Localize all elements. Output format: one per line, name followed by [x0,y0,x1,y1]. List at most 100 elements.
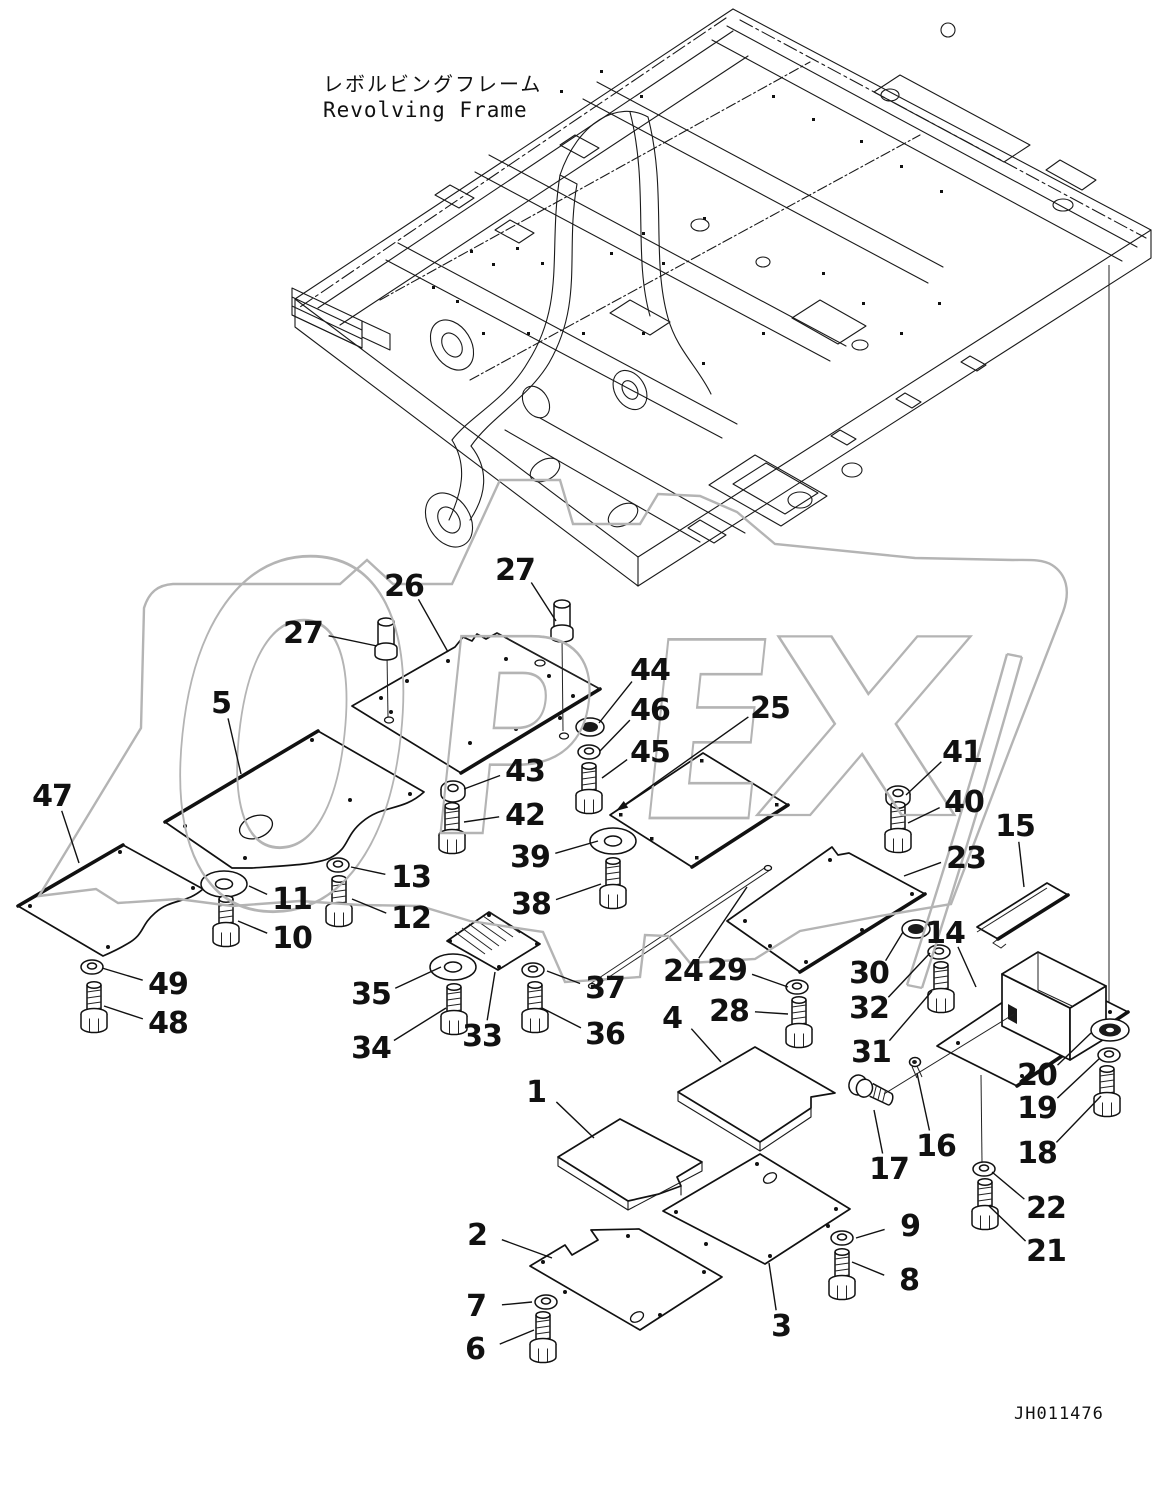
callout-48: 48 [148,1006,188,1041]
leader-23 [903,861,942,877]
leader-11 [248,885,268,896]
callout-37: 37 [585,971,625,1006]
callout-47: 47 [32,779,72,814]
leader-38 [555,883,602,901]
part-6-bolt-v [529,1311,557,1364]
assembly-line-washer22 [980,1074,983,1163]
callout-35: 35 [351,977,391,1012]
leader-33 [486,971,496,1021]
callout-11: 11 [272,882,312,917]
cover-plates [16,265,1130,1331]
part-48-bolt-v [80,981,108,1034]
leader-1 [555,1101,595,1139]
leader-42 [463,816,500,823]
frame-bolt-hole-dots [432,70,943,365]
leader-8 [851,1261,885,1276]
callout-9: 9 [900,1209,920,1244]
part-31-bolt-v [927,961,955,1014]
leader-13 [350,866,386,876]
part-36-bolt-v [521,981,549,1034]
part-plate-47 [16,843,204,957]
callout-14: 14 [925,916,965,951]
callout-27b: 27 [495,553,535,588]
leader-20 [1057,1032,1092,1066]
leader-6 [499,1329,535,1345]
callout-2: 2 [467,1218,487,1253]
leader-10 [237,920,268,934]
callout-15: 15 [995,809,1035,844]
leader-41 [905,761,942,796]
box-slot-hole [1008,1004,1017,1024]
assembly-line-bolt17 [883,1013,1015,1095]
part-8-bolt-v [828,1248,856,1301]
leader-31 [888,990,933,1042]
leader-43 [463,774,501,790]
leader-39 [555,840,599,855]
part-38-bolt-v [599,857,627,910]
title-english: Revolving Frame [323,98,528,122]
part-28-bolt-v [785,996,813,1049]
callout-13: 13 [391,860,431,895]
leader-44 [598,681,633,724]
leader-28 [754,1011,789,1015]
part-plate-5 [163,729,425,869]
callout-24: 24 [663,954,703,989]
leader-26 [417,598,449,653]
leader-29 [751,973,789,988]
leader-7 [501,1301,533,1306]
part-21-bolt-v [971,1178,999,1231]
leader-36 [541,1007,582,1029]
leader-5 [227,718,242,775]
watermark-letter-x: X [746,587,984,873]
part-17-bolt-h [845,1072,898,1107]
leader-16 [916,1072,931,1131]
leader-4 [690,1028,722,1063]
part-37-washer-s [521,962,545,978]
callout-33: 33 [462,1019,502,1054]
leader-47 [61,810,80,864]
leader-37 [546,970,581,985]
callout-25: 25 [750,691,790,726]
callout-27a: 27 [283,616,323,651]
watermark-swoosh [905,652,1024,990]
callout-26: 26 [384,569,424,604]
watermark-border [36,478,1068,984]
callout-44: 44 [630,653,670,688]
part-rod-24 [587,864,773,990]
leader-3 [768,1262,777,1311]
watermark-letter-e: E [626,590,787,876]
callout-5: 5 [211,686,231,721]
part-35-washer-l [429,953,477,981]
leader-30 [884,931,904,962]
callout-12: 12 [391,901,431,936]
callout-28: 28 [709,994,749,1029]
callout-8: 8 [899,1263,919,1298]
leader-arrow-25 [616,801,629,811]
part-plate-23 [726,846,927,974]
part-29-washer-s [785,979,809,995]
part-strip-15 [976,882,1070,949]
callout-18: 18 [1017,1136,1057,1171]
part-22-washer-s [972,1161,996,1177]
part-18-bolt-v [1093,1065,1121,1118]
leader-34 [393,1007,447,1042]
part-9-washer-s [830,1230,854,1246]
callout-42: 42 [505,798,545,833]
leader-14 [957,946,977,988]
part-plate-25 [609,752,790,869]
callout-16: 16 [916,1129,956,1164]
callout-4: 4 [662,1001,682,1036]
leader-19 [1056,1057,1101,1099]
revolving-frame-drawing [291,8,1152,587]
callout-40: 40 [944,785,984,820]
leader-27b [530,582,557,622]
callout-31: 31 [851,1035,891,1070]
leader-17 [873,1109,884,1154]
part-plate-2 [529,1228,723,1331]
leader-27a [328,635,378,647]
callout-36: 36 [585,1017,625,1052]
leader-45 [601,759,628,779]
part-49-washer-s [80,959,104,975]
leader-22 [991,1171,1025,1200]
part-plate-4 [677,1046,836,1152]
